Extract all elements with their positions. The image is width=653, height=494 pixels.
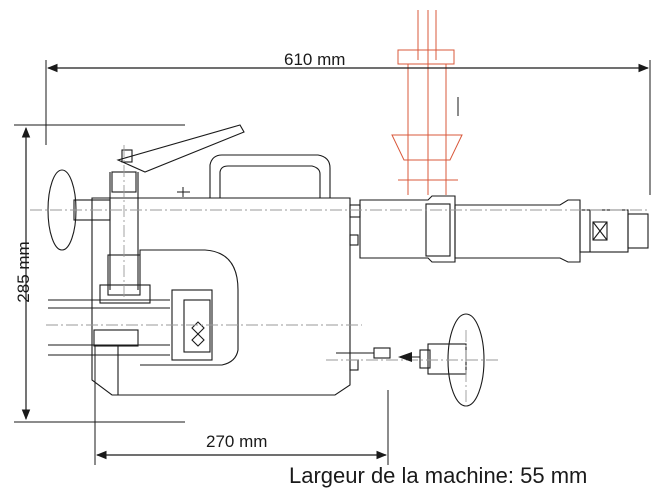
height-label: 285 mm (14, 241, 33, 303)
centre-lines (30, 145, 650, 408)
small-marks (177, 187, 190, 197)
reference-column-lines (391, 10, 463, 195)
assembly-arrow (398, 352, 420, 362)
machine-body (47, 124, 649, 407)
extension-lines (14, 60, 651, 465)
base-length-label: 270 mm (206, 432, 268, 451)
machine-width-note: Largeur de la machine: 55 mm (289, 463, 588, 488)
overall-length-label: 610 mm (284, 50, 346, 69)
dimension-arrows (21, 63, 650, 460)
